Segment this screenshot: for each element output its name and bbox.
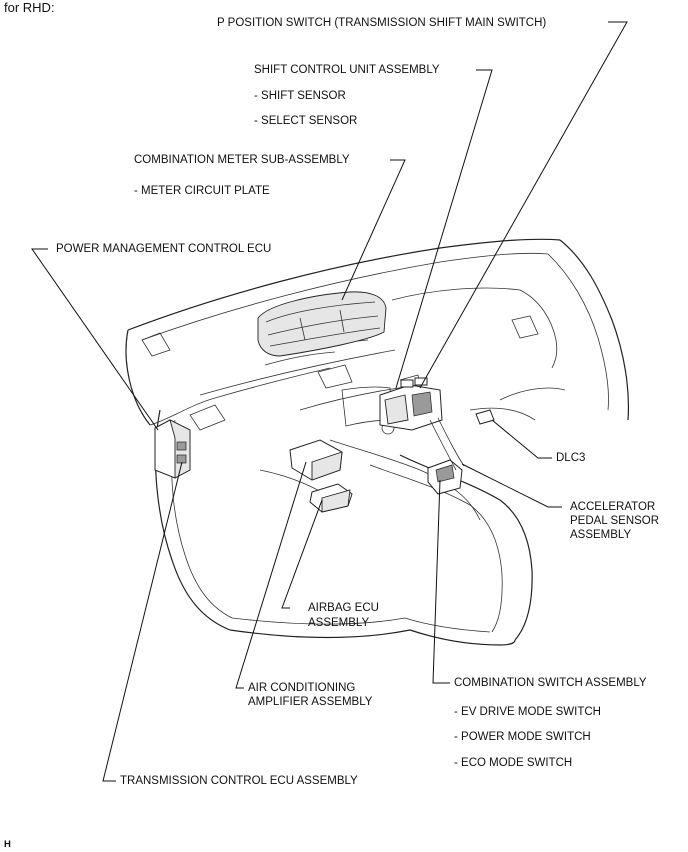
airbag-ecu-part (309, 483, 353, 513)
dlc3-part (475, 409, 495, 425)
air-conditioning-label-line2: AMPLIFIER ASSEMBLY (248, 696, 373, 708)
air-conditioning-label-line1: AIR CONDITIONING (248, 682, 356, 694)
dlc3-label: DLC3 (556, 452, 586, 464)
power-mode-label: - POWER MODE SWITCH (454, 731, 591, 743)
accelerator-pedal-part (429, 417, 465, 471)
accelerator-label-line2: PEDAL SENSOR (570, 515, 660, 527)
combination-switch-part (427, 459, 463, 495)
variant-label: for RHD: (4, 0, 55, 15)
air-conditioning-amplifier-part (289, 439, 343, 481)
accelerator-label-line1: ACCELERATOR (570, 501, 656, 513)
combination-meter-label: COMBINATION METER SUB-ASSEMBLY (134, 154, 350, 166)
meter-circuit-plate-label: - METER CIRCUIT PLATE (134, 185, 270, 197)
figure-code: H (4, 839, 11, 850)
shift-control-unit-label: SHIFT CONTROL UNIT ASSEMBLY (254, 64, 440, 76)
power-management-ecu-label: POWER MANAGEMENT CONTROL ECU (56, 243, 272, 255)
accelerator-label-line3: ASSEMBLY (570, 529, 632, 541)
combination-meter-part (257, 291, 387, 357)
ev-drive-mode-label: - EV DRIVE MODE SWITCH (454, 706, 601, 718)
shift-control-unit-part (379, 374, 443, 431)
transmission-ecu-label: TRANSMISSION CONTROL ECU ASSEMBLY (120, 775, 358, 787)
airbag-ecu-label-line1: AIRBAG ECU (308, 602, 379, 614)
p-position-switch-label: P POSITION SWITCH (TRANSMISSION SHIFT MA… (217, 17, 547, 29)
eco-mode-label: - ECO MODE SWITCH (454, 757, 573, 769)
shift-sensor-label: - SHIFT SENSOR (254, 90, 346, 102)
leader-lines (31, 21, 628, 782)
airbag-ecu-label-line2: ASSEMBLY (308, 617, 370, 629)
combination-switch-label: COMBINATION SWITCH ASSEMBLY (454, 677, 647, 689)
select-sensor-label: - SELECT SENSOR (254, 115, 358, 127)
power-management-ecu-part (154, 419, 191, 479)
